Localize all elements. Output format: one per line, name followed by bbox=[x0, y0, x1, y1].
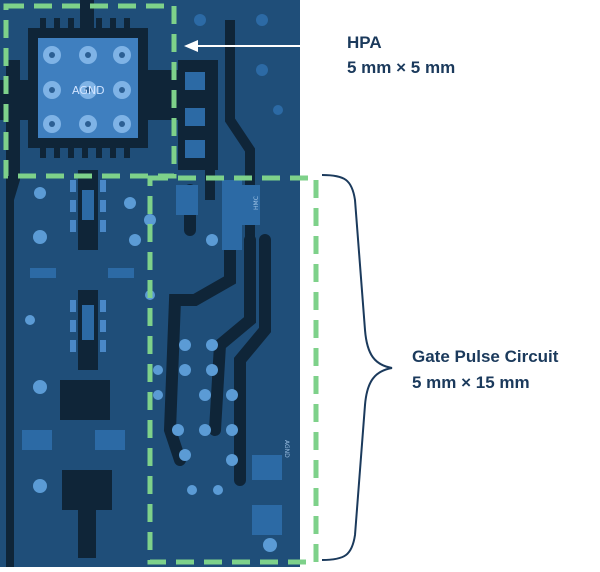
gate-pulse-brace bbox=[321, 174, 393, 561]
gate-pulse-copper bbox=[176, 180, 282, 535]
gate-pulse-label-title: Gate Pulse Circuit bbox=[412, 347, 559, 366]
hpa-label-size: 5 mm × 5 mm bbox=[347, 58, 456, 77]
upper-right-vias bbox=[194, 14, 283, 115]
center-components bbox=[22, 170, 134, 558]
board-edge-trace bbox=[6, 60, 20, 567]
gate-pulse-highlight-box bbox=[147, 175, 319, 565]
hpa-chip: AGND bbox=[28, 18, 148, 158]
silkscreen-text-2: AGND bbox=[283, 440, 290, 458]
hpa-label-title: HPA bbox=[347, 33, 382, 52]
hpa-highlight-box bbox=[3, 3, 177, 179]
hpa-arrow bbox=[184, 40, 330, 52]
gate-pulse-label-size: 5 mm × 15 mm bbox=[412, 373, 530, 392]
gate-pulse-traces bbox=[163, 184, 271, 486]
center-column-pads bbox=[70, 180, 106, 352]
gate-pulse-vias bbox=[144, 214, 277, 552]
chip-marking: AGND bbox=[72, 84, 105, 97]
silkscreen-text-1: HMC bbox=[253, 196, 260, 210]
